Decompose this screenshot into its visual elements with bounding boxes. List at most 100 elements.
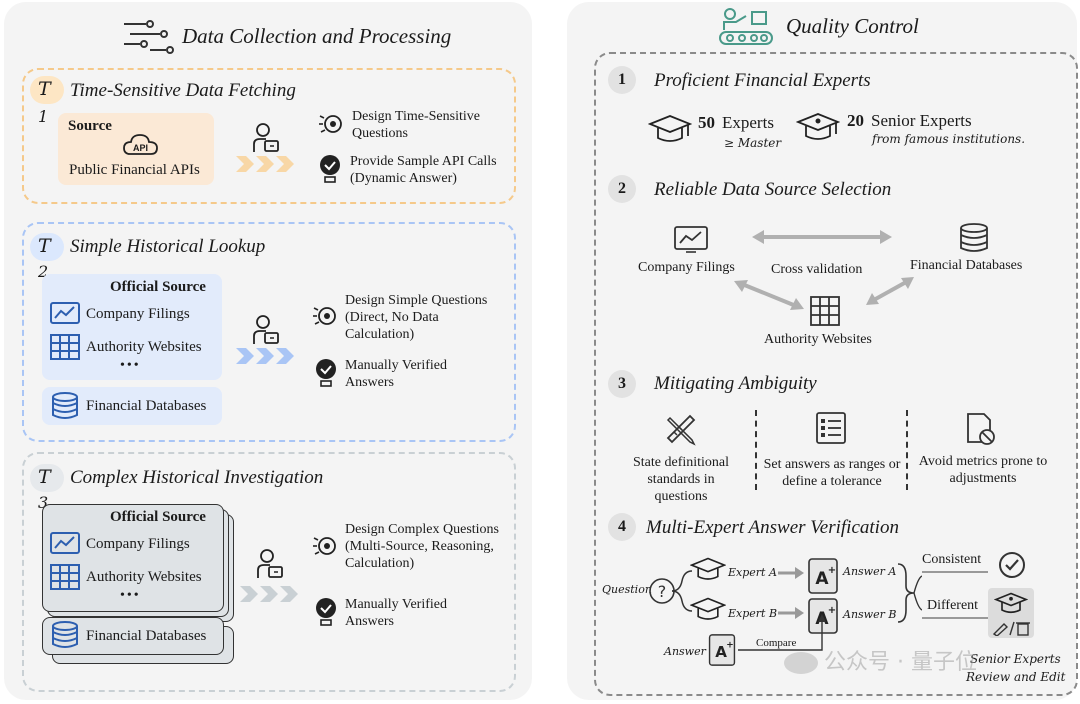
tier1-number: 1 [38,107,49,126]
tier1-source-name: Public Financial APIs [69,162,200,178]
step2-title: Reliable Data Source Selection [654,179,892,200]
tier1-source-card [58,113,214,185]
chart-icon [50,302,80,324]
tier2-item-authority: Authority Websites [86,339,202,355]
tier1-action2: Provide Sample API Calls (Dynamic Answer… [350,154,497,186]
watermark-text: 公众号 · 量子位 [824,650,977,675]
expert-a-label: Expert A [728,566,777,579]
tier3-badge [30,464,64,492]
check-badge-icon [320,155,340,183]
graded-doc-icon: A + [808,558,838,594]
wechat-icon [784,652,818,674]
diag-arrow-left-icon [734,280,804,310]
answer-label: Answer [664,645,706,658]
tier3-official-label: Official Source [110,509,206,525]
tier1-box [22,68,516,204]
section3-divider-1 [755,410,757,490]
tier2-title: Simple Historical Lookup [70,236,266,257]
mitigation-metrics: Avoid metrics prone to adjustments [918,454,1048,486]
tier2-number: 2 [38,262,49,281]
graded-doc-icon: A + [708,634,736,666]
database-icon [52,621,78,648]
different-underline [922,617,988,619]
tier2-action2: Manually Verified Answers [345,358,447,390]
mitigation-ranges: Set answers as ranges or define a tolera… [763,457,901,489]
step1-title: Proficient Financial Experts [654,70,871,91]
checklist-icon [816,412,846,444]
flow-arrows-icon [236,156,294,172]
cloud-api-icon [123,134,158,155]
person-laptop-icon [253,315,279,344]
answer-a-label: Answer A [843,565,897,578]
tier3-item-authority: Authority Websites [86,569,202,585]
step4-badge: 4 [608,513,636,541]
person-laptop-icon [253,123,279,152]
diag-arrow-right-icon [866,277,914,305]
tier3-title: Complex Historical Investigation [70,467,324,488]
edit-delete-icon [992,621,1030,636]
consistent-label: Consistent [922,552,982,567]
svg-text:A: A [815,569,829,589]
question-label: Question [602,583,652,596]
expert-b-label: Expert B [728,607,778,620]
tier2-letter: T [38,235,51,257]
svg-text:+: + [828,565,836,576]
graduation-cap-icon [690,597,726,620]
senior-sub: from famous institutions. [872,132,1026,146]
api-label: API [133,143,149,153]
company-filings-label: Company Filings [638,260,735,275]
tier2-db-label: Financial Databases [86,398,207,414]
experts-sub: ≥ Master [724,136,782,150]
tier1-title: Time-Sensitive Data Fetching [70,80,296,101]
different-label: Different [927,598,979,613]
step3-badge: 3 [608,370,636,398]
person-laptop-icon [257,549,283,578]
svg-text:+: + [828,605,836,616]
step1-badge: 1 [608,66,636,94]
right-panel-title: Quality Control [786,14,919,38]
ruler-pencil-icon [666,414,696,446]
step3-title: Mitigating Ambiguity [654,373,817,394]
tier1-letter: T [38,78,51,100]
step2-badge: 2 [608,175,636,203]
tier3-box [22,452,516,692]
step4-title: Multi-Expert Answer Verification [646,517,899,538]
answer-b-label: Answer B [843,608,897,621]
tier2-item-company: Company Filings [86,306,190,322]
design-idea-icon [313,307,336,325]
tier2-box [22,222,516,442]
graduation-cap-icon [648,115,692,142]
senior-experts-label: Senior Experts [970,652,1061,666]
tier1-source-label: Source [68,118,112,134]
svg-text:?: ? [658,582,667,601]
tier3-db-label: Financial Databases [86,628,207,644]
grid-icon [50,564,80,590]
senior-count: 20 [847,111,864,130]
design-idea-icon [313,537,336,555]
watermark: 公众号 · 量子位 [784,644,977,676]
graduation-cap-icon [690,557,726,580]
data-pipeline-icon [124,20,174,54]
check-badge-icon [316,359,336,387]
graded-doc-icon: A + [808,598,838,634]
document-block-icon [967,413,995,445]
grid-icon [810,296,840,326]
compare-label: Compare [756,637,797,649]
review-edit-label: Review and Edit [966,670,1066,684]
tier3-action1: Design Complex Questions (Multi-Source, … [345,522,499,571]
compare-bracket-icon [738,614,826,651]
quality-control-box [594,52,1078,696]
tier3-letter: T [38,466,51,488]
double-arrow-icon [752,230,892,244]
tier1-badge [30,76,64,104]
database-icon [52,392,78,419]
tier3-official-card [42,504,224,612]
svg-text:A: A [715,643,727,661]
brace-icon [897,563,922,623]
senior-label: Senior Experts [871,111,972,130]
tier2-official-card [42,274,222,380]
section3-divider-2 [906,410,908,490]
chart-icon [50,532,80,554]
branch-lines-icon [672,570,692,612]
tier1-action1: Design Time-Sensitive Questions [352,109,480,141]
